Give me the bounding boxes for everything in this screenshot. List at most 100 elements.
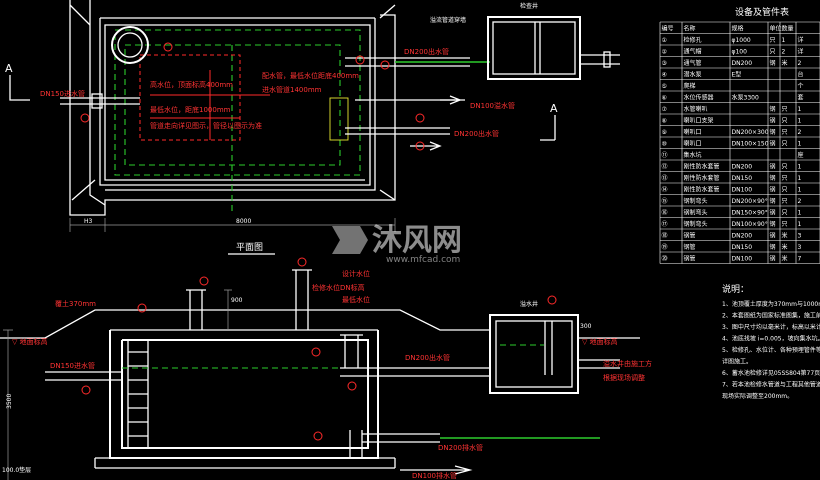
table-cell: 水位传感器 — [684, 94, 714, 102]
table-cell: ⑬ — [662, 174, 668, 182]
section-dim-900: 900 — [231, 297, 243, 304]
section-dim-h: 3500 — [6, 394, 13, 409]
section-ground-left: ▽ 地面标高 — [12, 337, 48, 346]
manhole-inner — [117, 32, 143, 58]
table-header-cell: 名称 — [684, 25, 696, 33]
table-cell: 水管喇叭 — [684, 105, 708, 113]
section-callout-d — [313, 431, 323, 441]
table-cell: 只 — [782, 141, 788, 148]
plan-tank-wall — [99, 17, 375, 186]
table-cell: 爬梯 — [684, 82, 696, 90]
table-cell: 2 — [782, 49, 786, 56]
section-well-outpipe — [578, 359, 620, 369]
section-soil-label: 覆土370mm — [55, 299, 96, 308]
note-line: 5、检修孔、水位计、各种预埋管件等见相关大样 — [722, 346, 820, 354]
table-cell: 钢 — [770, 117, 776, 125]
section-right-note-1: 溢水井由施工方 — [603, 359, 652, 368]
table-cell: 通气管 — [684, 59, 702, 67]
vent-pipe-1 — [186, 289, 206, 330]
plan-callout-e — [380, 60, 390, 70]
table-title: 设备及管件表 — [735, 6, 789, 18]
section-well-label: 溢水井 — [520, 300, 538, 308]
table-cell: ⑰ — [662, 220, 668, 228]
table-cell: ⑦ — [662, 106, 668, 113]
table-cell: 钢 — [770, 197, 776, 205]
section-bottom-pipe — [349, 430, 440, 458]
table-cell: ⑫ — [662, 163, 668, 171]
plan-outer-wall — [69, 0, 396, 216]
table-cell: DN200 — [732, 233, 753, 240]
section-mark-right-label: A — [550, 102, 558, 115]
table-cell: DN200 — [732, 164, 753, 171]
table-cell: 1 — [782, 37, 786, 44]
table-cell: 喇叭口 — [684, 140, 702, 148]
table-cell: 个 — [798, 83, 804, 90]
plan-outlet-pipe-3 — [345, 127, 450, 135]
table-cell: 通气帽 — [684, 48, 702, 56]
plan-dimension-line — [69, 218, 396, 232]
plan-note-5: 管道走向详见图示，管径以图示为准 — [150, 121, 262, 130]
notes-title: 说明： — [722, 283, 749, 295]
table-cell: ① — [662, 37, 667, 44]
watermark-url: www.mfcad.com — [386, 255, 460, 265]
table-cell: DN100 — [732, 187, 753, 194]
table-cell: 米 — [782, 59, 788, 67]
table-cell: 米 — [782, 232, 788, 240]
table-cell: 喇叭口支架 — [684, 117, 714, 125]
plan-green-outline-2 — [114, 29, 361, 176]
table-cell: DN100×150 — [732, 141, 769, 148]
plan-note-1: 高水位，顶面标高400mm — [150, 80, 233, 89]
note-line: 现场实际调整至200mm。 — [722, 392, 793, 400]
table-cell: 钢制弯头 — [684, 209, 708, 217]
table-cell: 1 — [798, 210, 802, 217]
section-pipe-bottom-label: DN200排水管 — [438, 443, 483, 452]
plan-top-note: 溢流管道穿墙 — [430, 16, 466, 24]
table-cell: 3 — [798, 244, 802, 251]
note-line: 2、本套图纸为国家标准图集，施工前请核对。 — [722, 312, 820, 320]
table-cell: ⑤ — [662, 83, 667, 90]
table-cell: 台 — [798, 71, 804, 79]
note-line: 4、池底找坡 i=0.005，坡向集水坑。 — [722, 335, 820, 343]
plan-red-leaders — [150, 70, 270, 140]
section-elev-3: 最低水位 — [342, 295, 370, 304]
table-cell: 只 — [782, 187, 788, 194]
section-dim-left — [3, 329, 13, 480]
section-callout-b — [311, 347, 321, 357]
table-cell: 钢 — [770, 105, 776, 113]
table-cell: 只 — [782, 164, 788, 171]
ground-line-left — [0, 309, 490, 339]
table-cell: 潜水泵 — [684, 71, 702, 79]
table-cell: 详 — [798, 36, 804, 44]
table-cell: 钢 — [770, 174, 776, 182]
table-cell: ⑲ — [662, 243, 668, 251]
table-header-cell: 单位 — [770, 25, 782, 33]
section-mark-left — [9, 75, 30, 101]
table-cell: 钢 — [770, 243, 776, 251]
table-cell: 只 — [782, 198, 788, 205]
plan-arrow-3 — [410, 141, 442, 151]
note-line: 6、蓄水池检修详见05SS804第77页，刚 — [722, 369, 820, 377]
table-cell: 1 — [798, 175, 802, 182]
table-cell: 套 — [798, 94, 804, 102]
table-cell: 详 — [798, 48, 804, 56]
table-cell: 钢管 — [684, 255, 696, 263]
section-callout-c — [347, 381, 357, 391]
plan-callout-a — [355, 55, 365, 65]
table-cell: DN200×300 — [732, 129, 769, 136]
plan-well-outer — [487, 16, 581, 80]
table-cell: 只 — [782, 106, 788, 113]
section-dim-900-line — [224, 289, 232, 330]
plan-pipe-out1-label: DN200出水管 — [404, 47, 449, 56]
plan-pump-pit — [329, 97, 349, 141]
section-callout-e — [81, 385, 91, 395]
table-cell: 座 — [798, 151, 804, 159]
table-cell: ⑱ — [662, 232, 668, 240]
plan-callout-6 — [163, 42, 173, 52]
table-cell: ⑯ — [662, 209, 668, 217]
plan-view: A A H3 8000 DN150进水管 DN200出水管 DN100溢水管 D… — [5, 0, 620, 255]
note-line: 3、图中尺寸均以毫米计，标高以米计。 — [722, 323, 820, 331]
table-cell: 钢 — [770, 220, 776, 228]
vent-pipe-2 — [292, 269, 312, 330]
